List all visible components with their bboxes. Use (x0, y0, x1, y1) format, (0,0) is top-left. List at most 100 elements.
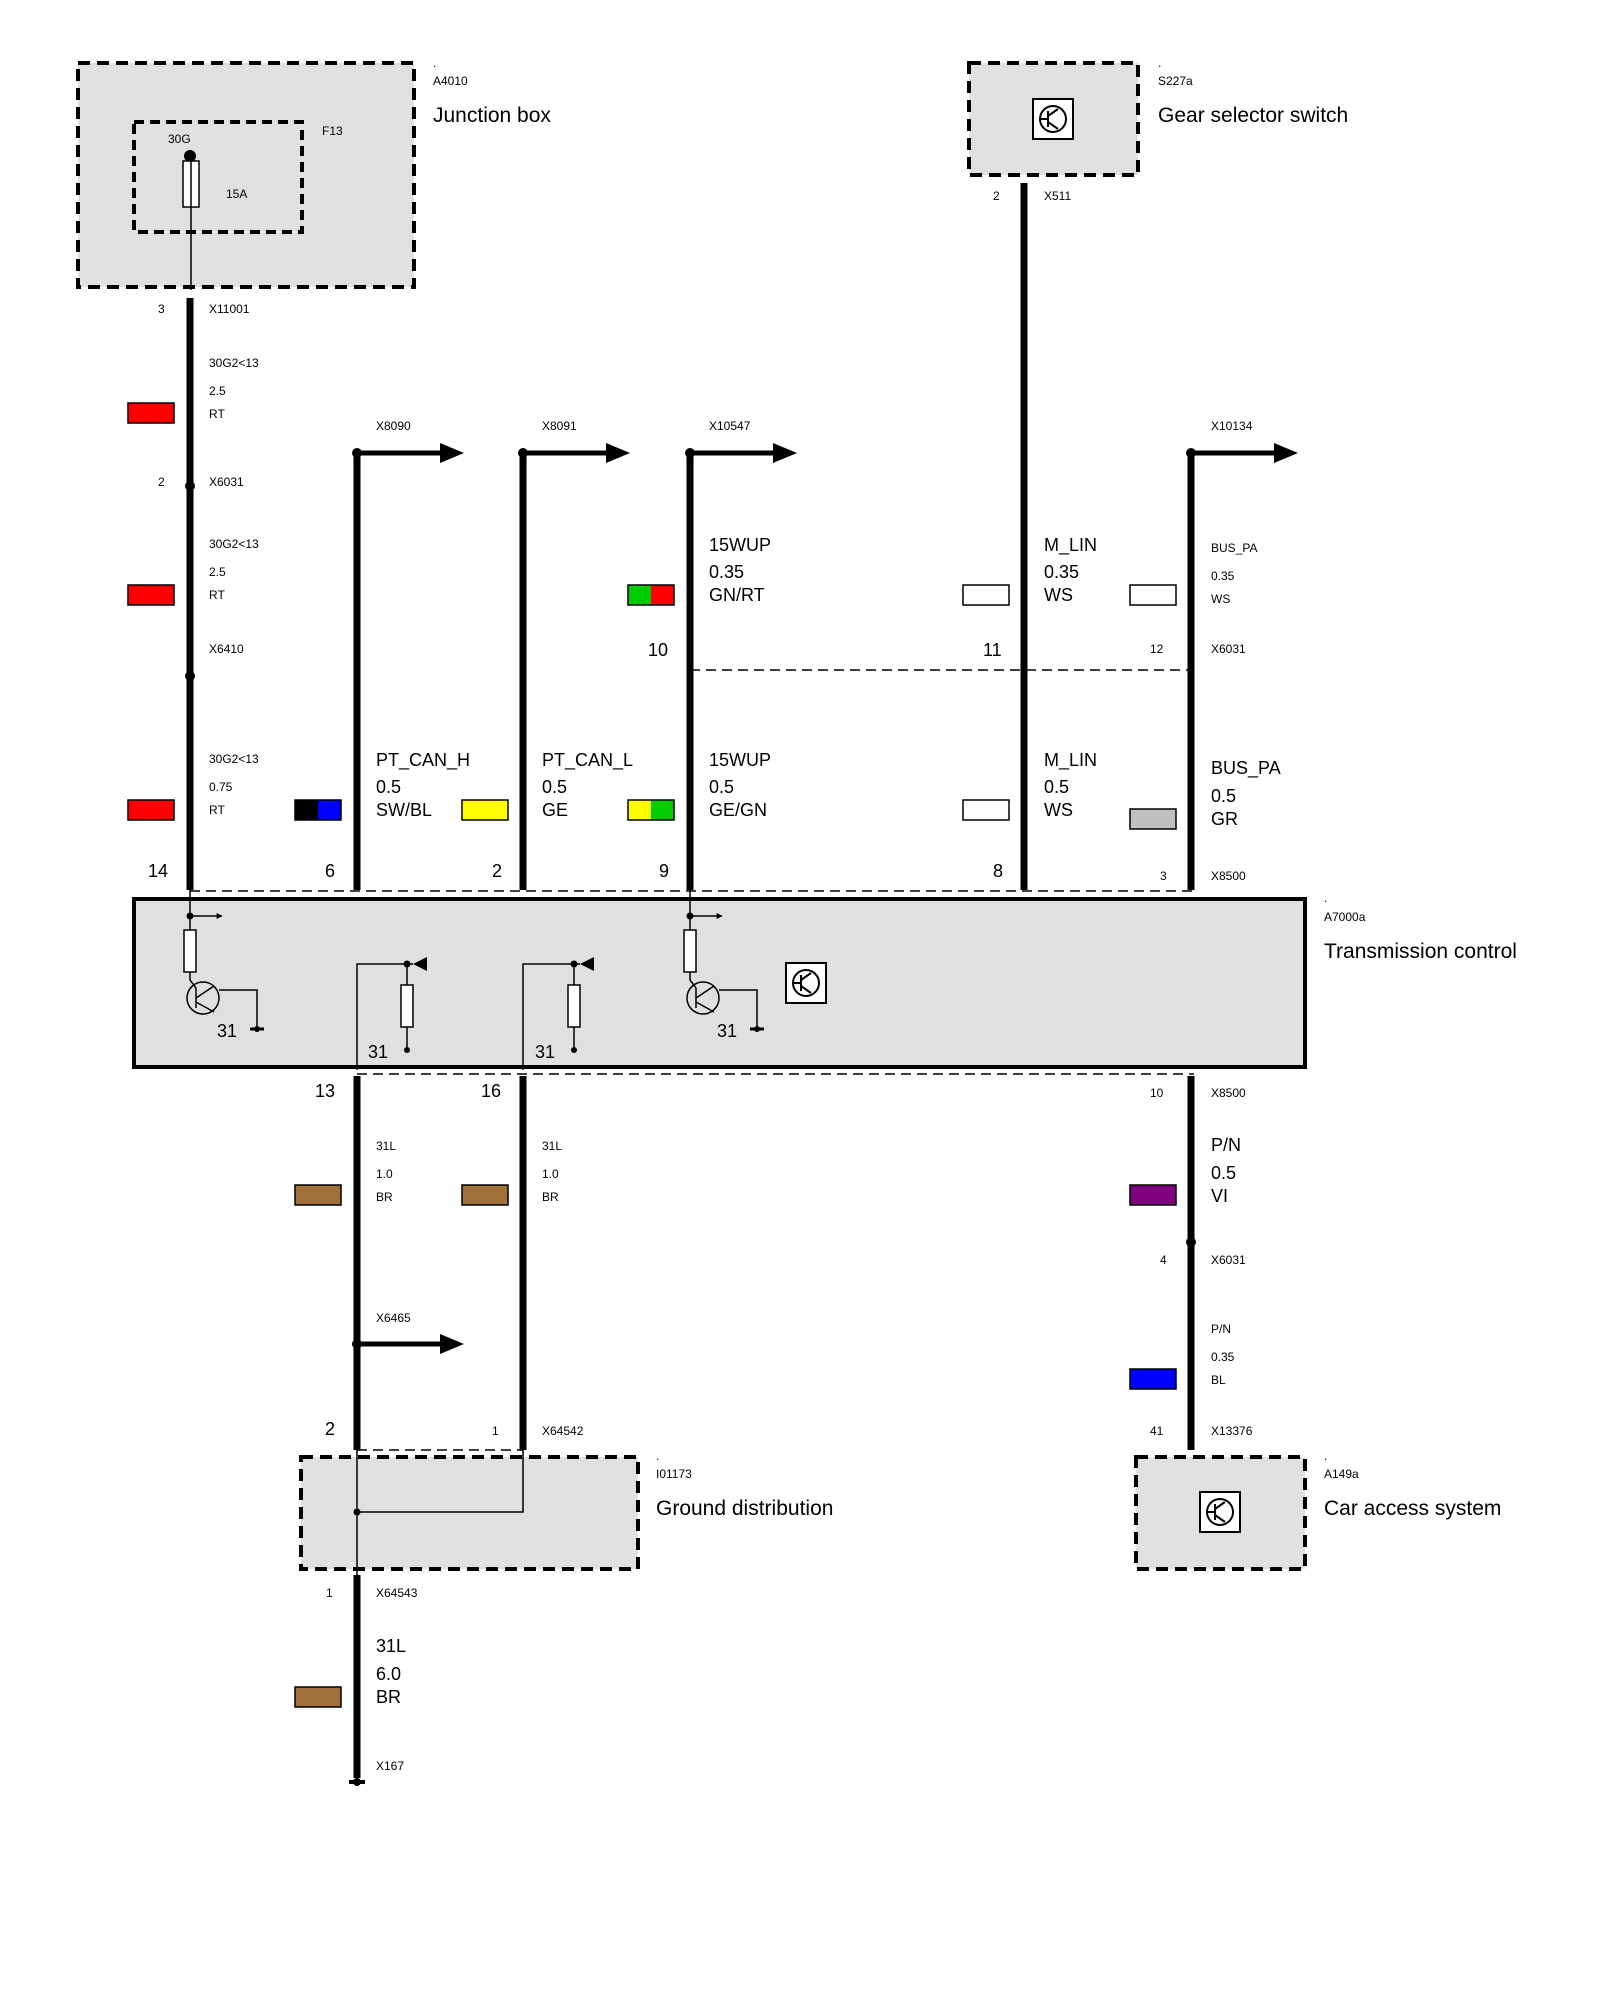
svg-text:GE: GE (542, 800, 568, 820)
swatch-segment (651, 585, 674, 605)
wire-color-swatch (294, 1686, 342, 1708)
wire-label-w1: 30G2<13 2.5 RT (127, 356, 259, 424)
wires (186, 183, 1195, 1778)
wire-label-w9: M_LIN 0.5 WS (962, 750, 1097, 821)
svg-text:PT_CAN_H: PT_CAN_H (376, 750, 470, 771)
swatch-segment (128, 585, 174, 605)
wire-label-w3: 30G2<13 0.75 RT (127, 752, 259, 821)
svg-text:BUS_PA: BUS_PA (1211, 541, 1257, 555)
ground-distribution-outline (299, 1455, 640, 1571)
swatch-segment (462, 800, 508, 820)
x11001-pin: 3 (158, 302, 165, 316)
ground-distribution-code: I01173 (656, 1467, 692, 1481)
svg-text:0.35: 0.35 (1211, 1350, 1235, 1364)
svg-text:30G2<13: 30G2<13 (209, 356, 259, 370)
car-access-system: . A149a Car access system (1134, 1449, 1501, 1571)
x511-name: X511 (1044, 189, 1071, 203)
swatch-border (461, 799, 509, 821)
svg-text:30G2<13: 30G2<13 (209, 752, 259, 766)
swatch-segment (628, 585, 651, 605)
control-unit-icon (1199, 1491, 1241, 1533)
svg-text:0.35: 0.35 (709, 562, 744, 582)
ground-label-pin6: 31 (368, 1042, 388, 1062)
wire-label-w15: P/N 0.35 BL (1129, 1322, 1235, 1390)
x10547-name: X10547 (709, 419, 751, 433)
wire-color-swatch (627, 799, 675, 821)
x8500-pin-9: 9 (659, 861, 669, 881)
car-access-name: Car access system (1324, 1497, 1501, 1520)
x6031a-pin: 2 (158, 475, 165, 489)
x6031b-pin-12: 12 (1150, 642, 1164, 656)
swatch-border (1129, 584, 1177, 606)
wire-color-swatch (962, 799, 1010, 821)
svg-text:0.75: 0.75 (209, 780, 233, 794)
swatch-border (294, 1184, 342, 1206)
x8500-pin-16: 16 (481, 1081, 501, 1101)
swatch-segment (1130, 585, 1176, 605)
gear-selector-code: S227a (1158, 74, 1193, 88)
wire-label-w8: M_LIN 0.35 WS (962, 535, 1097, 606)
wire-color-swatch (1129, 1184, 1177, 1206)
svg-text:BUS_PA: BUS_PA (1211, 758, 1281, 779)
svg-text:31L: 31L (542, 1139, 562, 1153)
wire-color-swatch (127, 402, 175, 424)
wire-label-w13: 31L 1.0 BR (461, 1139, 562, 1206)
x6031c-name: X6031 (1211, 1253, 1246, 1267)
svg-text:BR: BR (376, 1190, 393, 1204)
wire-color-swatch (1129, 584, 1177, 606)
swatch-border (461, 1184, 509, 1206)
svg-text:0.5: 0.5 (1044, 777, 1069, 797)
ground-label-pin2: 31 (535, 1042, 555, 1062)
wire-color-swatch (461, 799, 509, 821)
svg-text:2.5: 2.5 (209, 384, 226, 398)
swatch-segment (628, 800, 651, 820)
x8500-pin-6: 6 (325, 861, 335, 881)
transmission-code: A7000a (1324, 910, 1366, 924)
transmission-name: Transmission control (1324, 940, 1517, 963)
wire-color-swatch (962, 584, 1010, 606)
swatch-border (627, 584, 675, 606)
can-termination-pin6: 31 (356, 957, 427, 1070)
junction-box-dot: . (433, 56, 436, 70)
svg-text:RT: RT (209, 588, 225, 602)
x11001-name: X11001 (209, 302, 250, 316)
svg-text:0.5: 0.5 (542, 777, 567, 797)
svg-text:P/N: P/N (1211, 1322, 1231, 1336)
svg-text:WS: WS (1044, 800, 1073, 820)
wire-label-w5: PT_CAN_L 0.5 GE (461, 750, 633, 821)
svg-text:RT: RT (209, 407, 225, 421)
fuse-holder-outline (132, 120, 304, 234)
output-stage-pin9: 31 (683, 890, 764, 1041)
transmission-control: . A7000a Transmission control 31 (132, 890, 1517, 1070)
swatch-segment (128, 403, 174, 423)
fuse-terminal-dot (184, 150, 196, 162)
x167-name: X167 (376, 1759, 404, 1773)
swatch-segment (651, 800, 674, 820)
x64543-pin: 1 (326, 1586, 333, 1600)
svg-text:GE/GN: GE/GN (709, 800, 767, 820)
x8500-pin-8: 8 (993, 861, 1003, 881)
x8091-name: X8091 (542, 419, 577, 433)
swatch-border (127, 584, 175, 606)
svg-text:1.0: 1.0 (376, 1167, 393, 1181)
wire-labels: 30G2<13 2.5 RT 30G2<13 2.5 RT 30G2<13 0.… (127, 356, 1281, 1708)
ground-distribution-name: Ground distribution (656, 1497, 833, 1520)
svg-text:15WUP: 15WUP (709, 750, 771, 770)
svg-text:31L: 31L (376, 1636, 406, 1656)
x64543-name: X64543 (376, 1586, 418, 1600)
ground-distribution: . I01173 Ground distribution (299, 1440, 833, 1585)
swatch-border (1129, 1184, 1177, 1206)
swatch-segment (295, 800, 318, 820)
swatch-segment (295, 1687, 341, 1707)
swatch-segment (1130, 809, 1176, 829)
transmission-dot: . (1324, 891, 1327, 905)
inline-connector-dots (185, 481, 1196, 1247)
wire-label-w16: 31L 6.0 BR (294, 1636, 406, 1708)
svg-text:0.5: 0.5 (1211, 786, 1236, 806)
svg-text:0.5: 0.5 (376, 777, 401, 797)
wire-color-swatch (1129, 1368, 1177, 1390)
svg-text:BR: BR (542, 1190, 559, 1204)
svg-text:15WUP: 15WUP (709, 535, 771, 555)
swatch-segment (462, 1185, 508, 1205)
